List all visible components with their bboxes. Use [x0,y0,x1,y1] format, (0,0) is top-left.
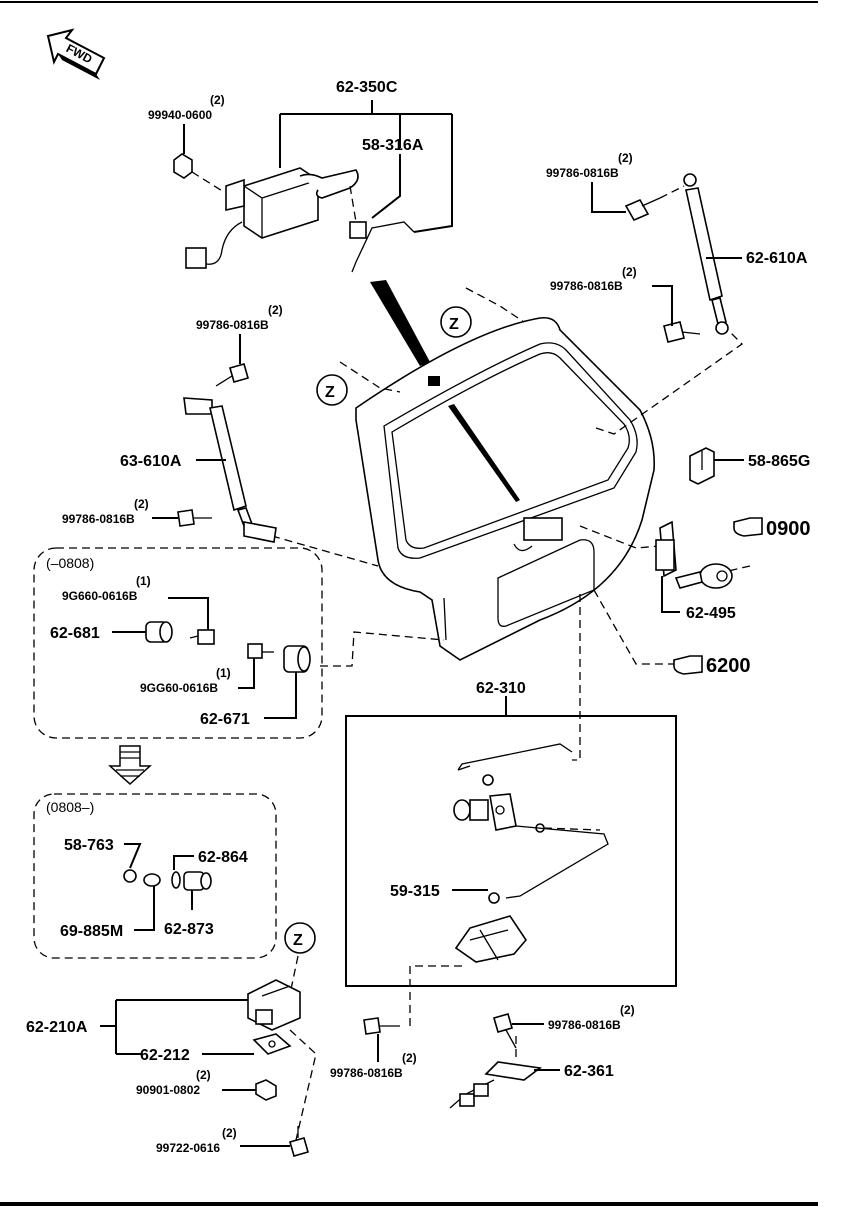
bolt-9g660 [189,629,215,645]
qty-99786-tr: (2) [618,151,633,165]
label-62-495: 62-495 [686,605,736,622]
variant-box-pre-0808 [33,547,323,739]
qty-99786-l1: (2) [268,303,283,317]
qty-99940: (2) [210,93,225,107]
label-99786-r2: 99786-0816B [550,279,623,293]
label-62-864: 62-864 [198,849,248,866]
bumper-62-873 [183,871,212,891]
label-62-350c: 62-350C [336,79,398,96]
z-callout-1: Z [440,306,472,338]
spoiler-strip [370,280,430,366]
label-62-681: 62-681 [50,625,100,642]
qty-99786-b1: (2) [402,1051,417,1065]
washer-58-763 [123,869,137,883]
label-62-873: 62-873 [164,921,214,938]
bolt-right-bottom [663,321,701,343]
z-label-2: Z [325,384,335,401]
label-62-210a: 62-210A [26,1019,88,1036]
label-59-315: 59-315 [390,883,440,900]
z-callout-2: Z [316,374,348,406]
latch-bracket-58-865g [689,447,715,485]
z-label-1: Z [449,316,459,333]
door-lock-actuator [185,167,359,269]
hinge-plate-62-212 [252,1033,292,1055]
label-62-212: 62-212 [140,1047,190,1064]
clip-69-885m [143,873,161,887]
bushing-62-681 [145,621,173,643]
label-58-763: 58-763 [64,837,114,854]
latch-bracket [454,892,528,963]
z-label-3: Z [293,932,303,949]
label-62-310: 62-310 [476,680,526,697]
label-9g660-0616b: 9G660-0616B [62,589,138,603]
hand-pointer-icon-0900 [733,517,763,537]
label-99940-0600: 99940-0600 [148,108,212,122]
bolt-99722 [289,1126,309,1157]
label-63-610a: 63-610A [120,453,182,470]
wiper-blade [448,404,520,502]
nut-99940 [173,153,193,179]
release-rod-62-361 [449,1061,543,1109]
qty-90901: (2) [196,1068,211,1082]
qty-9g660: (1) [136,574,151,588]
oring-62-864 [171,871,181,889]
down-arrow-icon [108,745,152,786]
z-callout-3: Z [284,922,316,954]
latch-rod-upper [457,743,573,771]
label-62-671: 62-671 [200,711,250,728]
latch-rod-lower [505,825,609,899]
label-58-316a: 58-316A [362,137,424,154]
liftgate-panel [355,280,656,661]
label-99786-l1: 99786-0816B [196,318,269,332]
hinge-62-210a [247,979,301,1031]
label-99786-b2: 99786-0816B [548,1018,621,1032]
label-90901-0802: 90901-0802 [136,1083,200,1097]
label-6200: 6200 [706,655,751,677]
label-99786-l2: 99786-0816B [62,512,135,526]
bolt-left-top [215,363,249,387]
label-58-865g: 58-865G [748,453,810,470]
label-99786-b1: 99786-0816B [330,1066,403,1080]
bolt-bottom-right [493,1013,517,1049]
bolt-9gg60 [247,643,274,659]
qty-99786-l2: (2) [134,497,149,511]
label-99722-0616: 99722-0616 [156,1141,220,1155]
label-range-pre-0808: (–0808) [46,555,94,571]
latch-grommets [453,774,545,833]
hand-pointer-icon-6200 [673,655,703,675]
label-0900: 0900 [766,518,811,540]
variant-box-post-0808 [33,793,277,959]
label-69-885m: 69-885M [60,923,123,940]
fwd-arrow-icon: FWD [46,28,106,80]
lock-rod [349,221,415,273]
bolt-right-top [624,197,661,222]
bumper-62-671 [283,645,311,673]
qty-99786-r2: (2) [622,265,637,279]
lock-cylinder-62-495 [655,520,733,589]
latch-actuator [523,517,563,541]
qty-9gg60: (1) [216,666,231,680]
qty-99722: (2) [222,1126,237,1140]
right-gas-strut [683,173,729,335]
label-9gg60-0616b: 9GG60-0616B [140,681,218,695]
latch-kit-box [345,715,677,987]
label-62-361: 62-361 [564,1063,614,1080]
bolt-left-bottom [177,509,212,527]
label-62-610a: 62-610A [746,250,808,267]
left-gas-strut [183,397,277,543]
label-range-post-0808: (0808–) [46,799,94,815]
qty-99786-b2: (2) [620,1003,635,1017]
label-99786-tr: 99786-0816B [546,166,619,180]
nut-90901 [255,1079,277,1101]
bolt-bottom-left [363,1017,400,1035]
